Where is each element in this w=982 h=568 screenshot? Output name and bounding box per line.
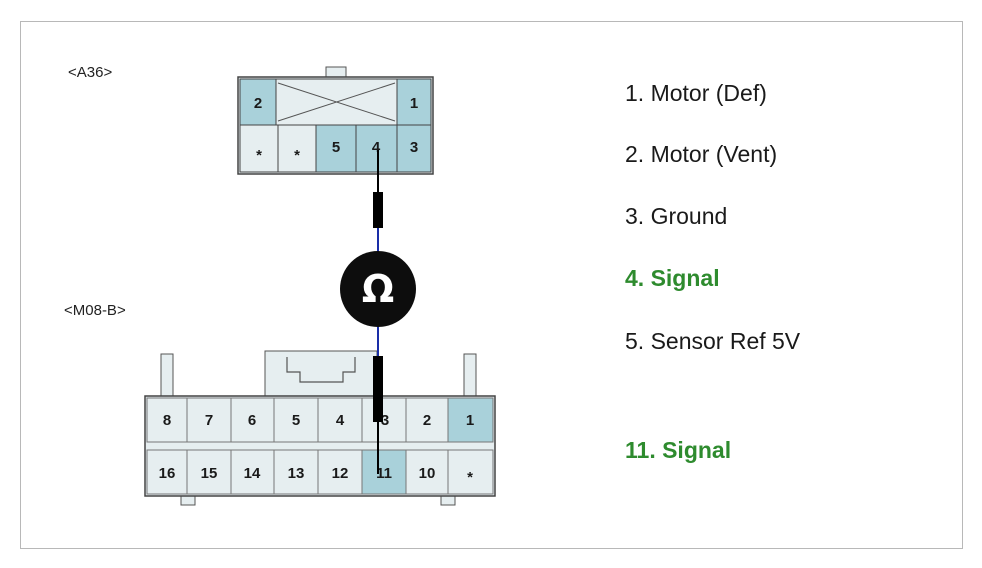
m08b-pin-10 — [405, 449, 449, 495]
connector-m08b-label: <M08-B> — [64, 302, 126, 319]
m08b-pin-11 — [361, 449, 407, 495]
m08b-bottom-num: 11 — [376, 465, 392, 482]
ohm-symbol: Ω — [362, 267, 394, 311]
a36-bottom-num: * — [294, 147, 300, 164]
connector-a36: 2 1 * * 5 4 3 — [237, 66, 434, 175]
m08b-bottom-num: * — [467, 469, 473, 486]
m08b-bottom-num: 15 — [201, 465, 218, 482]
m08b-pin-6 — [230, 397, 275, 443]
m08b-pin-3 — [361, 397, 407, 443]
connector-a36-label: <A36> — [68, 64, 113, 81]
legend-item: 5. Sensor Ref 5V — [625, 328, 801, 354]
a36-pin-5 — [315, 124, 357, 173]
m08b-bottom-num: 14 — [244, 465, 261, 482]
m08b-top-num: 6 — [248, 412, 256, 429]
ohmmeter-icon: Ω — [340, 251, 416, 327]
m08b-pin-4 — [317, 397, 363, 443]
a36-pin-1 — [396, 78, 432, 126]
a36-pin-2 — [239, 78, 277, 126]
m08b-top-num: 5 — [292, 412, 300, 429]
a36-bottom-num: * — [256, 147, 262, 164]
m08b-pin-2 — [405, 397, 449, 443]
a36-bottom-num: 5 — [332, 139, 340, 156]
a36-top-num: 2 — [254, 95, 262, 112]
legend-item: 2. Motor (Vent) — [625, 141, 778, 167]
m08b-pin-8 — [146, 397, 188, 443]
m08b-pin-5 — [273, 397, 319, 443]
m08b-bottom-num: 13 — [288, 465, 305, 482]
m08b-top-num: 7 — [205, 412, 213, 429]
m08b-pin-blank — [447, 449, 494, 495]
test-lead — [373, 150, 383, 474]
m08b-pin-14 — [230, 449, 275, 495]
m08b-pin-15 — [186, 449, 232, 495]
a36-pin-3 — [396, 124, 432, 173]
legend-item-highlight: 4. Signal — [625, 265, 720, 291]
m08b-top-num: 2 — [423, 412, 431, 429]
m08b-bottom-num: 12 — [332, 465, 349, 482]
a36-pin-4 — [355, 124, 398, 173]
m08b-bottom-num: 16 — [159, 465, 176, 482]
m08b-pin-1 — [447, 397, 494, 443]
a36-top-num: 1 — [410, 95, 418, 112]
m08b-top-num: 4 — [336, 412, 345, 429]
m08b-top-num: 3 — [381, 412, 389, 429]
m08b-bottom-num: 10 — [419, 465, 436, 482]
legend-item-highlight: 11. Signal — [625, 437, 732, 463]
a36-bottom-num: 4 — [372, 139, 381, 156]
m08b-top-num: 8 — [163, 412, 171, 429]
a36-bottom-num: 3 — [410, 139, 418, 156]
connector-m08b: 8 7 6 5 4 3 2 1 16 15 14 13 12 11 10 * — [144, 350, 496, 506]
m08b-pin-12 — [317, 449, 363, 495]
m08b-top-num: 1 — [466, 412, 474, 429]
legend-item: 3. Ground — [625, 203, 728, 229]
legend-item: 1. Motor (Def) — [625, 80, 767, 106]
m08b-pin-7 — [186, 397, 232, 443]
